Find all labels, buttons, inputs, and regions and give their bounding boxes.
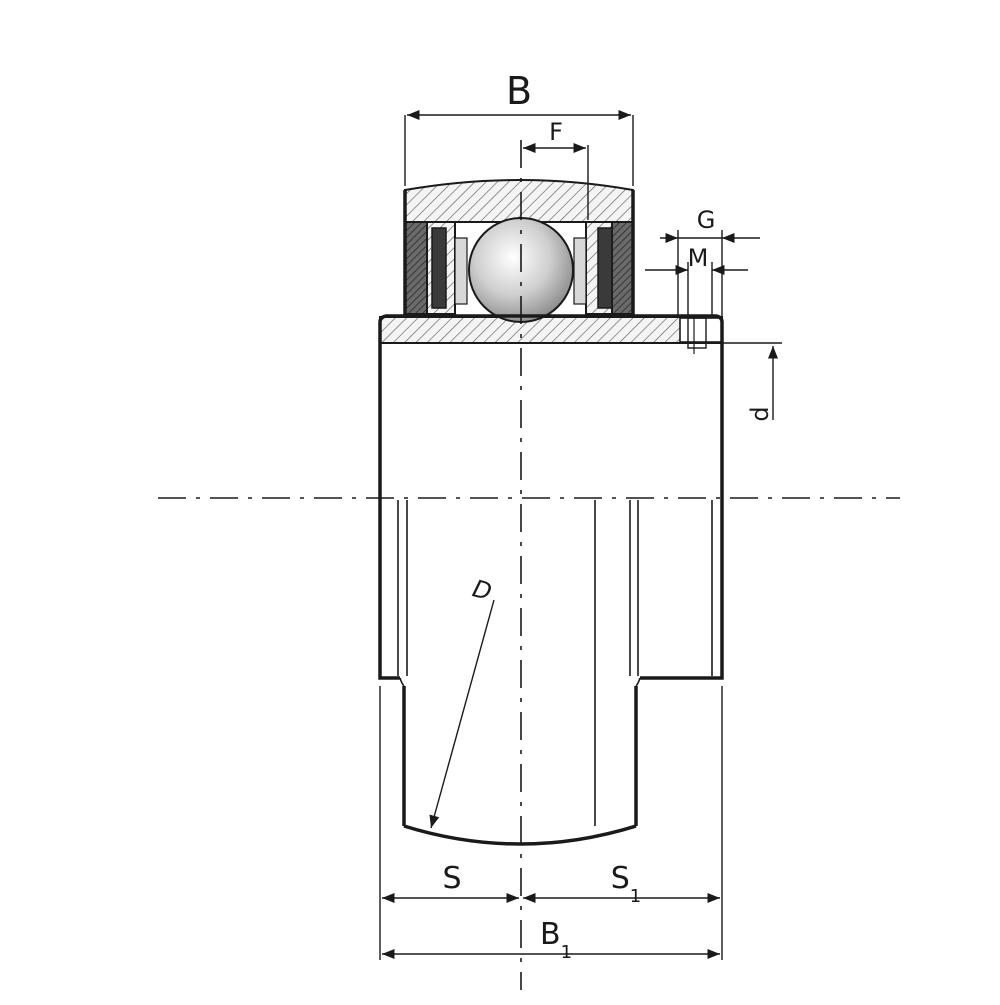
dimension-B: B [404, 69, 634, 186]
ball-cage [454, 237, 587, 305]
label-B1-sub: 1 [561, 942, 572, 963]
inner-ring-band [379, 316, 723, 344]
label-G: G [697, 206, 716, 234]
label-S1-sub: 1 [630, 886, 641, 907]
seal-left [431, 227, 447, 309]
dimension-F: F [523, 118, 589, 220]
label-F: F [549, 118, 563, 146]
label-d: d [746, 406, 774, 421]
label-S1: S1 [611, 861, 642, 907]
inner-ring-body [378, 190, 724, 846]
seal-right [597, 227, 613, 309]
label-S: S [442, 861, 461, 896]
dimension-G: G [660, 206, 760, 316]
label-D: D [470, 574, 495, 606]
dimension-D: D [429, 574, 495, 829]
dimension-M: M [645, 244, 748, 316]
label-B: B [506, 69, 532, 113]
dimension-B1: B1 [382, 917, 720, 963]
label-M: M [688, 244, 709, 272]
label-S1-main: S [611, 861, 630, 896]
dimension-d: d [722, 342, 782, 422]
label-B1: B1 [540, 917, 572, 963]
dimension-S-S1: S S1 [379, 686, 723, 960]
label-B1-main: B [540, 917, 561, 952]
